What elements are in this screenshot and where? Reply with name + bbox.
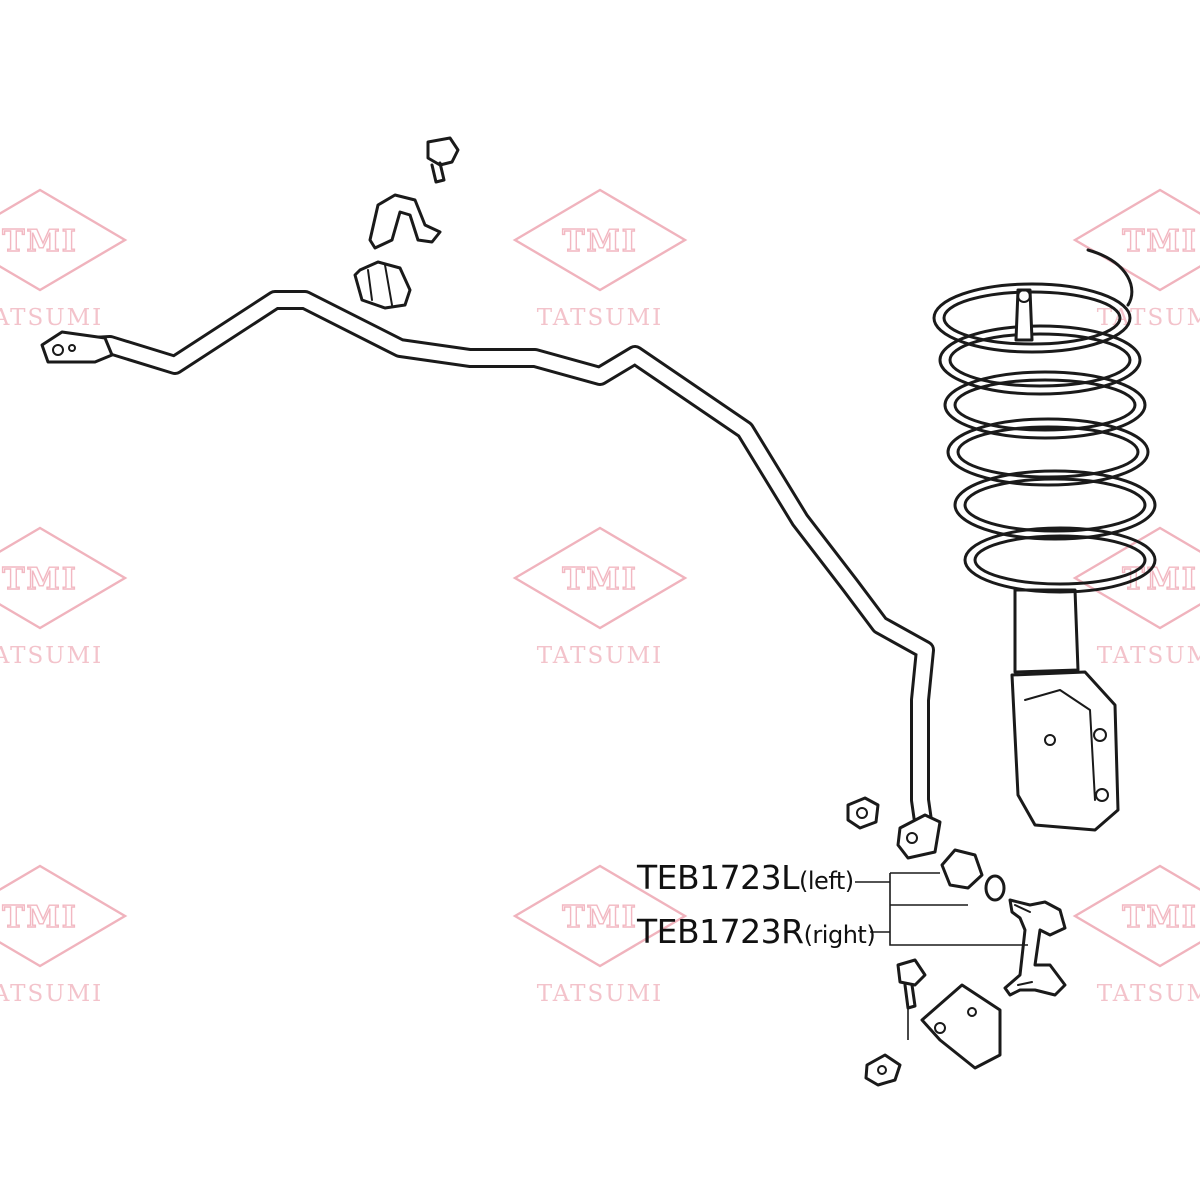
watermark-tile: TMI TATSUMI: [0, 188, 128, 331]
stabilizer-link: [846, 796, 1067, 997]
watermark-brand-text: TATSUMI: [1097, 981, 1200, 1007]
watermark-brand-text: TATSUMI: [537, 981, 664, 1007]
watermark-tile: TMI TATSUMI: [512, 526, 688, 669]
watermark-brand-text: TATSUMI: [0, 305, 103, 331]
bar-bushing-assembly: [353, 136, 460, 310]
part-label-right: TEB1723R(right): [637, 912, 876, 951]
watermark-logo-text: TMI: [2, 224, 78, 259]
watermark-tile: TMI TATSUMI: [512, 864, 688, 1007]
right-side-text: (right): [803, 921, 876, 949]
lower-bracket: [864, 958, 1002, 1087]
watermark-logo-text: TMI: [1122, 900, 1198, 935]
right-part-number: TEB1723R: [637, 912, 804, 951]
watermark-brand-text: TATSUMI: [0, 981, 103, 1007]
watermark-tile: TMI TATSUMI: [0, 526, 128, 669]
watermark-diamond: [512, 864, 688, 968]
watermark-diamond: [512, 188, 688, 292]
watermark-brand-text: TATSUMI: [537, 305, 664, 331]
watermark-brand-text: TATSUMI: [537, 643, 664, 669]
watermark-brand-text: TATSUMI: [1097, 305, 1200, 331]
left-part-number: TEB1723L: [637, 858, 800, 897]
watermark-tile: TMI TATSUMI: [1072, 188, 1200, 331]
watermark-logo-text: TMI: [1122, 224, 1198, 259]
watermark-diamond: [1072, 526, 1200, 630]
watermark-logo-text: TMI: [562, 562, 638, 597]
callout-lines: [855, 872, 1028, 946]
strut-assembly: [932, 248, 1157, 832]
watermark-diamond: [512, 526, 688, 630]
watermark-diamond: [1072, 188, 1200, 292]
part-label-left: TEB1723L(left): [637, 858, 854, 897]
watermark-tile: TMI TATSUMI: [0, 864, 128, 1007]
watermark-logo-text: TMI: [562, 224, 638, 259]
watermark-tile: TMI TATSUMI: [1072, 864, 1200, 1007]
watermark-diamond: [0, 526, 128, 630]
watermark-logo-text: TMI: [2, 562, 78, 597]
watermark-logo-text: TMI: [562, 900, 638, 935]
watermark-brand-text: TATSUMI: [1097, 643, 1200, 669]
watermark-diamond: [0, 864, 128, 968]
watermark-diamond: [0, 188, 128, 292]
watermark-tile: TMI TATSUMI: [512, 188, 688, 331]
watermark-diamond: [1072, 864, 1200, 968]
stabilizer-bar: [40, 290, 942, 860]
watermark-logo-text: TMI: [2, 900, 78, 935]
watermark-brand-text: TATSUMI: [0, 643, 103, 669]
left-side-text: (left): [799, 867, 854, 895]
watermark-layer: TMI TATSUMI TMI TATSUMI TMI TATSUMI TMI TATSUMI…: [0, 188, 1200, 1007]
